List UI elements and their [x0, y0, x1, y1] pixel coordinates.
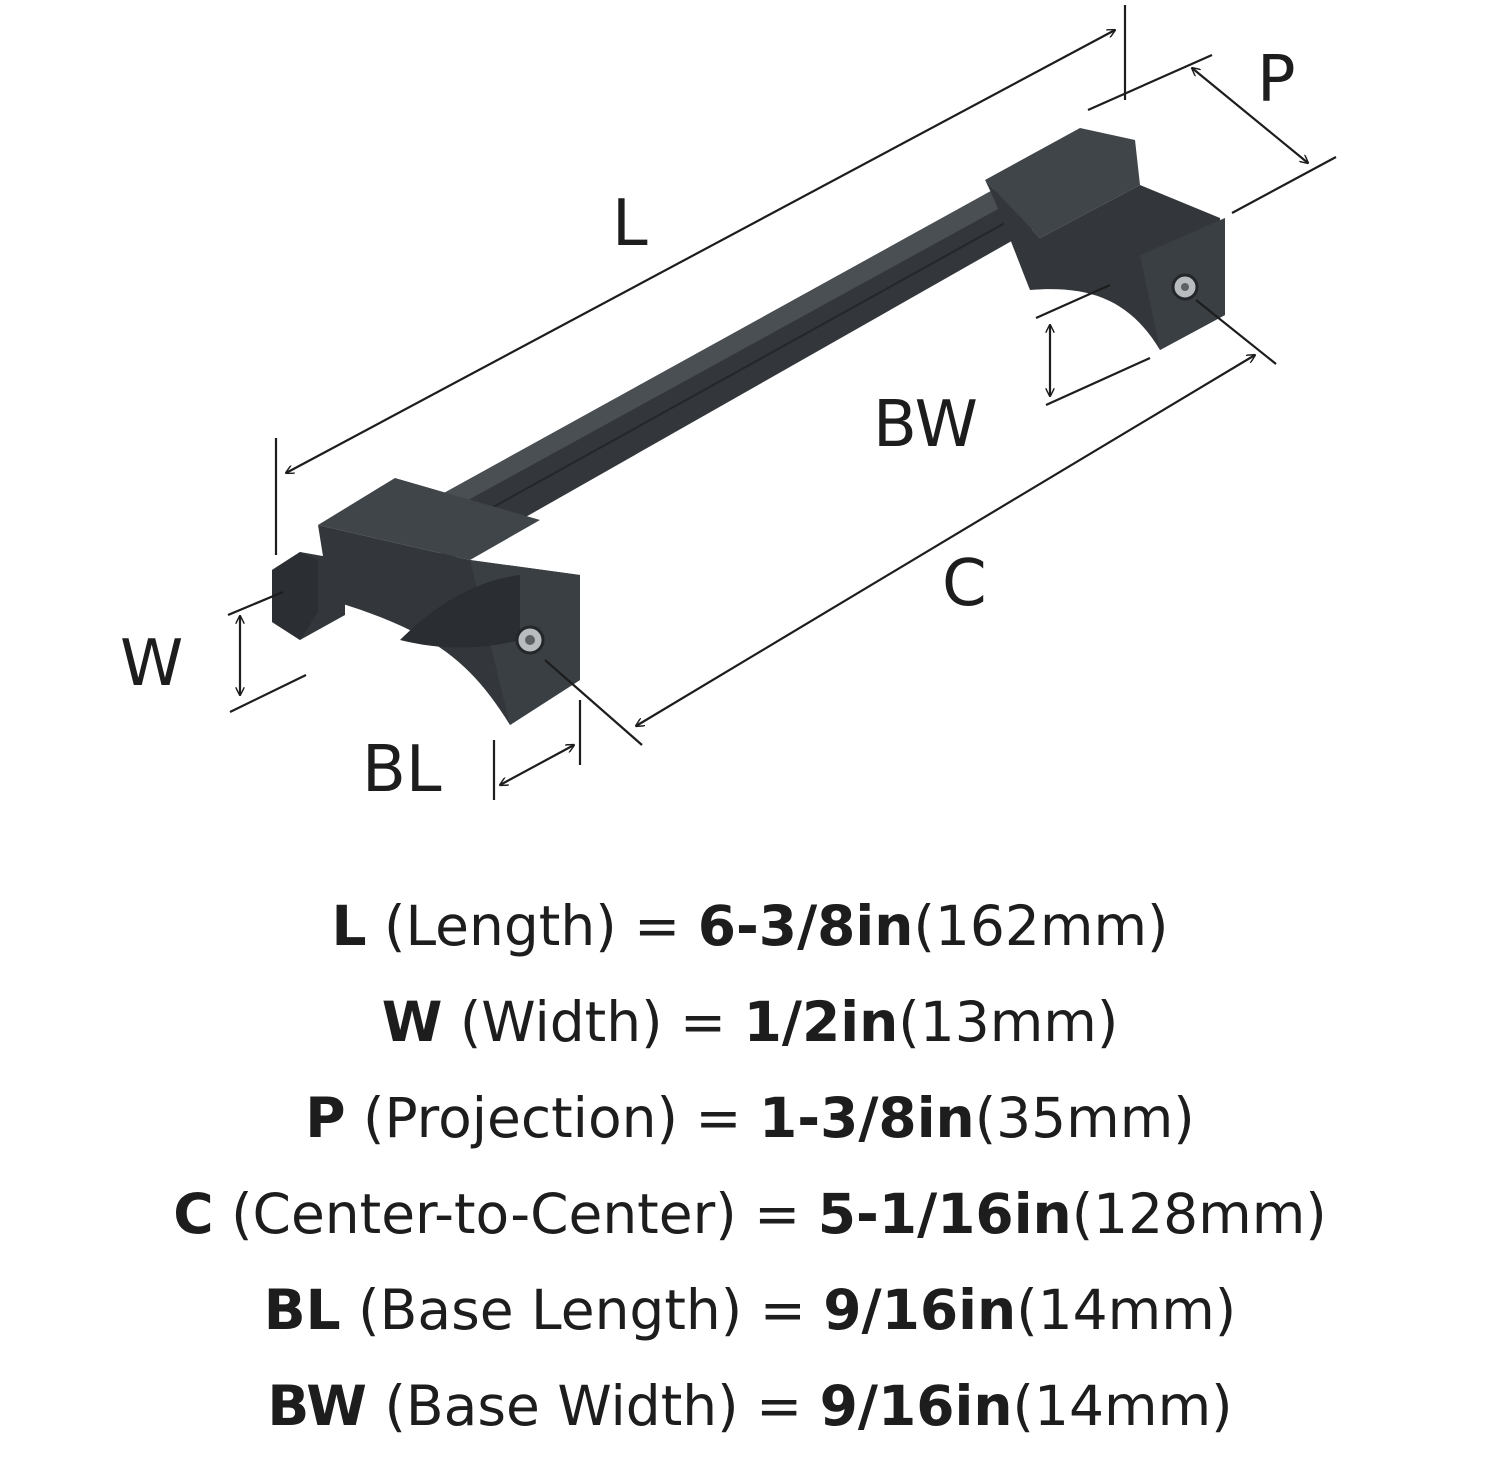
p-dimension-arrow [1192, 68, 1308, 163]
label-w: W [120, 627, 184, 701]
spec-center-to-center: C (Center-to-Center) = 5-1/16in(128mm) [173, 1182, 1327, 1246]
l-dimension-arrow [286, 30, 1115, 473]
dimension-lines [227, 5, 1337, 800]
left-post-top [318, 478, 540, 560]
bl-dimension-arrow [500, 745, 574, 785]
spec-width: W (Width) = 1/2in(13mm) [381, 990, 1119, 1054]
spec-base-length: BL (Base Length) = 9/16in(14mm) [263, 1278, 1237, 1342]
p-extension-top [1087, 53, 1213, 112]
pull-bar-top-facet [395, 175, 1040, 532]
label-l: L [612, 187, 648, 261]
pull-bar-left-end-face [272, 552, 318, 640]
c-dimension-arrow [636, 355, 1255, 726]
left-post-saddle [400, 575, 520, 648]
bw-extension-bottom [1045, 356, 1151, 407]
specification-list: L (Length) = 6-3/8in(162mm) W (Width) = … [0, 878, 1500, 1454]
w-extension-bottom [229, 674, 307, 713]
bw-extension-top [1035, 283, 1111, 320]
spec-base-width: BW (Base Width) = 9/16in(14mm) [267, 1374, 1233, 1438]
c-extension-right [1195, 299, 1277, 365]
label-c: C [942, 547, 987, 621]
label-bl: BL [362, 733, 442, 807]
pull-bar-edge [424, 197, 1051, 546]
w-extension-top [227, 590, 284, 617]
label-bw: BW [873, 388, 978, 462]
dimension-diagram [227, 5, 1337, 800]
c-extension-left [544, 659, 643, 746]
label-p: P [1257, 43, 1296, 117]
p-extension-bottom [1231, 156, 1337, 214]
spec-projection: P (Projection) = 1-3/8in(35mm) [305, 1086, 1195, 1150]
bar-pull-product [272, 128, 1225, 725]
spec-length: L (Length) = 6-3/8in(162mm) [331, 894, 1169, 958]
